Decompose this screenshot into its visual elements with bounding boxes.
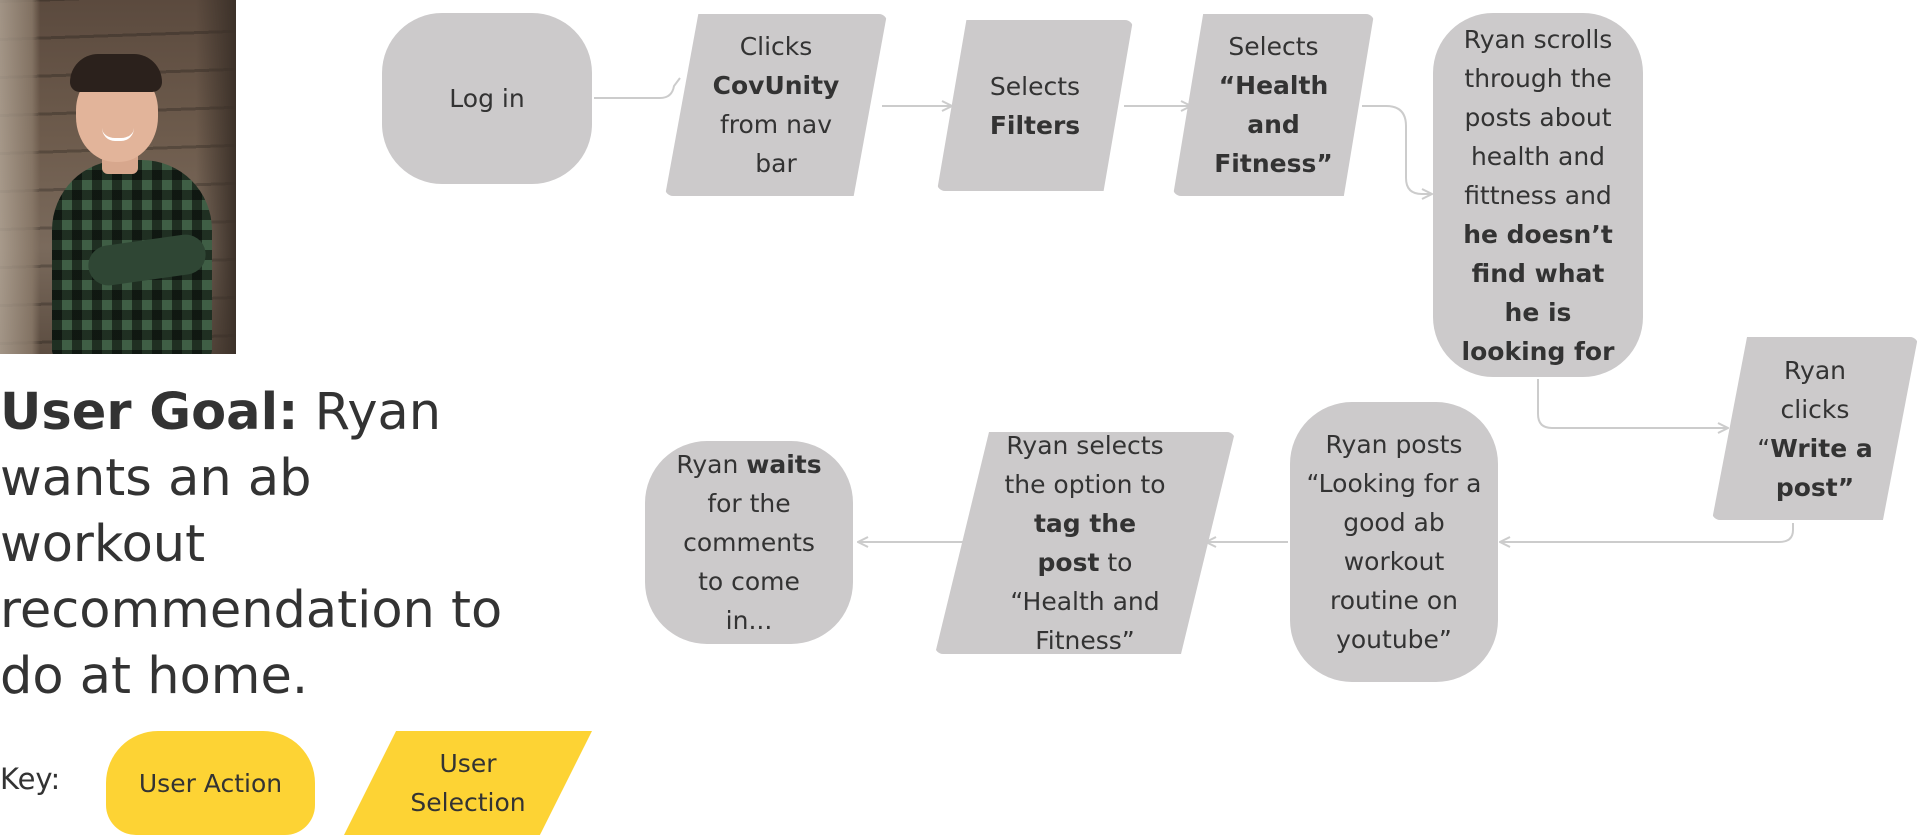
user-goal: User Goal: Ryan wants an ab workout reco… xyxy=(0,380,520,710)
step-text: Log in xyxy=(449,84,525,113)
step-text: Ryan posts “Looking for a good ab workou… xyxy=(1306,430,1482,654)
step-scrolls-posts: Ryan scrolls through the posts about hea… xyxy=(1433,13,1643,377)
key-user-action: User Action xyxy=(106,731,315,835)
connector-scrolls-to-write xyxy=(1537,379,1728,428)
connector-write-to-posts xyxy=(1500,523,1794,542)
key-label: Key: xyxy=(0,762,61,796)
step-posts-looking: Ryan posts “Looking for a good ab workou… xyxy=(1290,402,1498,682)
step-text: Selects “Health and Fitness” xyxy=(1214,32,1333,178)
step-clicks-covunity: Clicks CovUnity from nav bar xyxy=(665,14,887,196)
photo-wall-highlight xyxy=(0,0,40,354)
photo-hair xyxy=(70,54,162,92)
user-goal-text: Ryan wants an ab workout recommendation … xyxy=(0,383,503,706)
step-selects-health-fitness: Selects “Health and Fitness” xyxy=(1173,14,1374,196)
step-text: Ryan clicks “Write a post” xyxy=(1757,355,1873,502)
user-goal-label: User Goal: xyxy=(0,383,299,442)
connector-login-to-clicks xyxy=(594,77,681,99)
key-user-selection: User Selection xyxy=(344,731,592,835)
step-clicks-write-post: Ryan clicks “Write a post” xyxy=(1712,337,1918,520)
key-user-selection-label: User Selection xyxy=(410,749,526,817)
step-text: Ryan waits for the comments to come in..… xyxy=(676,450,822,635)
step-selects-tag-post: Ryan selects the option to tag the post … xyxy=(935,432,1235,654)
step-waits-comments: Ryan waits for the comments to come in..… xyxy=(645,441,853,644)
step-text: Ryan scrolls through the posts about hea… xyxy=(1461,24,1615,366)
photo-smile xyxy=(102,128,134,141)
persona-photo xyxy=(0,0,236,354)
key-user-action-label: User Action xyxy=(138,768,283,798)
step-text: Ryan selects the option to tag the post … xyxy=(1004,431,1166,655)
connector-health-to-scrolls xyxy=(1362,105,1432,194)
step-text: Selects Filters xyxy=(989,71,1081,140)
step-selects-filters: Selects Filters xyxy=(937,20,1133,191)
step-log-in: Log in xyxy=(382,13,592,184)
step-text: Clicks CovUnity from nav bar xyxy=(712,32,840,178)
